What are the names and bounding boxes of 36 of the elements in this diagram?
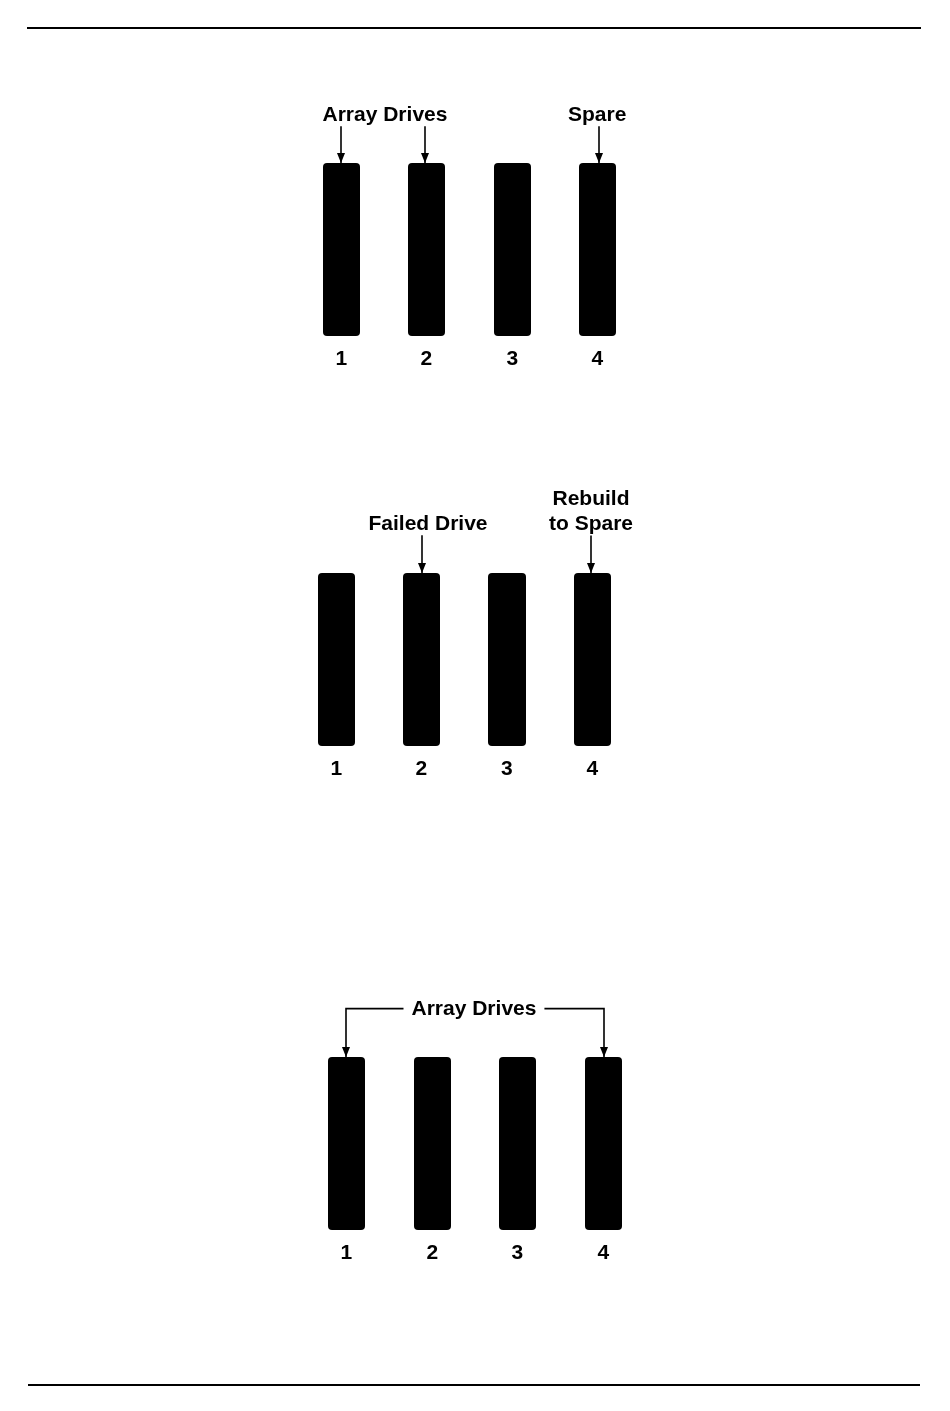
callout-label: Array Drives [322,101,448,127]
leader-arrow [337,125,345,164]
drive-number: 2 [415,755,428,781]
drive-number: 2 [426,1239,439,1265]
drive-number: 1 [335,345,348,371]
drive-number: 3 [506,345,519,371]
callout-label: Rebuild to Spare [544,485,638,536]
drive-bar [414,1057,451,1230]
drive-bar [403,573,440,746]
drive-number: 3 [501,755,513,781]
drive-number: 1 [330,755,343,781]
callout-label: Array Drives [411,995,537,1021]
drive-bar [328,1057,365,1230]
drive-number: 1 [340,1239,353,1265]
drive-bar [318,573,355,746]
leader-arrow [421,125,429,164]
leader-arrow [587,534,595,574]
drive-number: 2 [420,345,433,371]
drive-bar [579,163,616,336]
leader-arrow [543,1007,608,1058]
leader-arrow [418,534,426,574]
drive-number: 4 [597,1239,610,1265]
drive-bar [488,573,526,746]
drive-number: 3 [511,1239,524,1265]
drive-bar [585,1057,622,1230]
drive-bar [494,163,531,336]
callout-label: Spare [568,101,627,127]
drive-bar [408,163,445,336]
callout-label: Failed Drive [368,510,488,536]
drive-bar [499,1057,536,1230]
leader-arrow [595,125,603,164]
leader-arrow [342,1007,405,1058]
drive-number: 4 [591,345,604,371]
drive-number: 4 [586,755,599,781]
drive-bar [574,573,611,746]
drive-bar [323,163,360,336]
